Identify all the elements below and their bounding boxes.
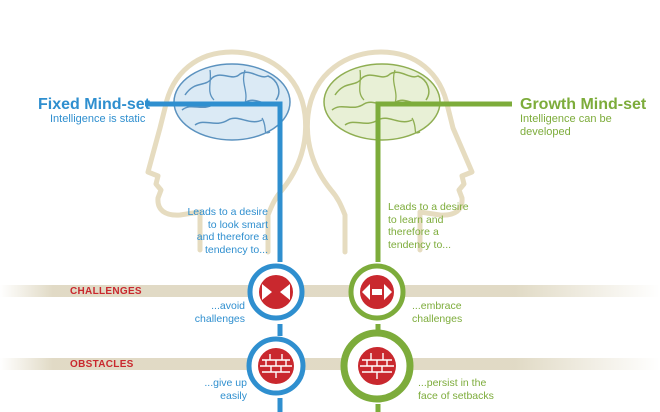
challenges-label: CHALLENGES xyxy=(70,286,142,297)
fixed-title: Fixed Mind-set xyxy=(38,96,151,113)
fixed-obstacle-node xyxy=(246,336,306,396)
fixed-path-line xyxy=(145,101,283,412)
challenges-band xyxy=(0,285,660,297)
right-head-outline xyxy=(304,49,475,255)
arrows-converging-icon xyxy=(262,284,290,300)
fixed-obstacle-response: ...give up easily xyxy=(204,377,247,402)
growth-challenge-node xyxy=(348,263,406,321)
arrows-diverging-icon xyxy=(362,284,392,300)
growth-challenge-response: ...embrace challenges xyxy=(412,300,463,325)
brick-wall-icon xyxy=(360,353,394,379)
growth-obstacle-node xyxy=(340,329,414,403)
fixed-subtitle: Intelligence is static xyxy=(50,113,146,125)
growth-obstacle-response: ...persist in the face of setbacks xyxy=(418,377,494,402)
growth-subtitle: Intelligence can be developed xyxy=(520,113,612,138)
obstacles-band xyxy=(0,358,660,370)
fixed-challenge-node xyxy=(247,263,305,321)
growth-title: Growth Mind-set xyxy=(520,96,647,113)
fixed-desire-note: Leads to a desire to look smart and ther… xyxy=(187,206,268,256)
obstacles-label: OBSTACLES xyxy=(70,359,134,370)
brick-wall-icon xyxy=(260,354,292,378)
fixed-challenge-response: ...avoid challenges xyxy=(194,300,245,325)
growth-desire-note: Leads to a desire to learn and therefore… xyxy=(388,201,469,251)
